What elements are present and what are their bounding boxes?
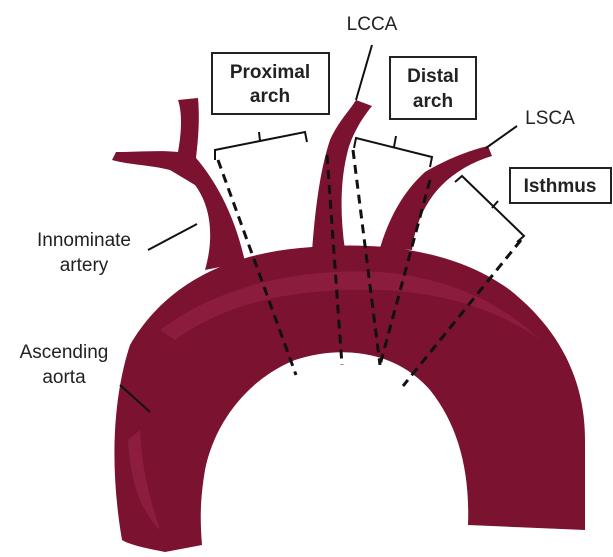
distal-arch-label-2: arch [413, 91, 453, 112]
proximal-arch-label-1: Proximal [230, 62, 310, 83]
distal-arch-label-1: Distal [407, 66, 459, 87]
distal-arch-bracket [354, 136, 432, 167]
lcca-pointer [356, 45, 372, 100]
aortic-arch [114, 245, 585, 552]
lsca-branch [380, 146, 492, 250]
aortic-arch-body [114, 245, 585, 552]
innominate-pointer [148, 224, 197, 250]
innominate-trunk [112, 98, 245, 270]
brackets [215, 132, 524, 242]
lcca-label: LCCA [347, 14, 398, 35]
lsca-vessel [380, 146, 492, 250]
proximal-arch-bracket [215, 132, 307, 160]
innominate-label-2: artery [60, 255, 109, 276]
lsca-label: LSCA [525, 108, 575, 129]
lsca-pointer [486, 126, 517, 148]
proximal-arch-label-2: arch [250, 86, 290, 107]
isthmus-label: Isthmus [524, 176, 597, 197]
ascending-label-1: Ascending [20, 342, 109, 363]
ascending-label-2: aorta [42, 367, 86, 388]
innominate-artery-vessel [112, 98, 245, 270]
innominate-label-1: Innominate [37, 230, 131, 251]
